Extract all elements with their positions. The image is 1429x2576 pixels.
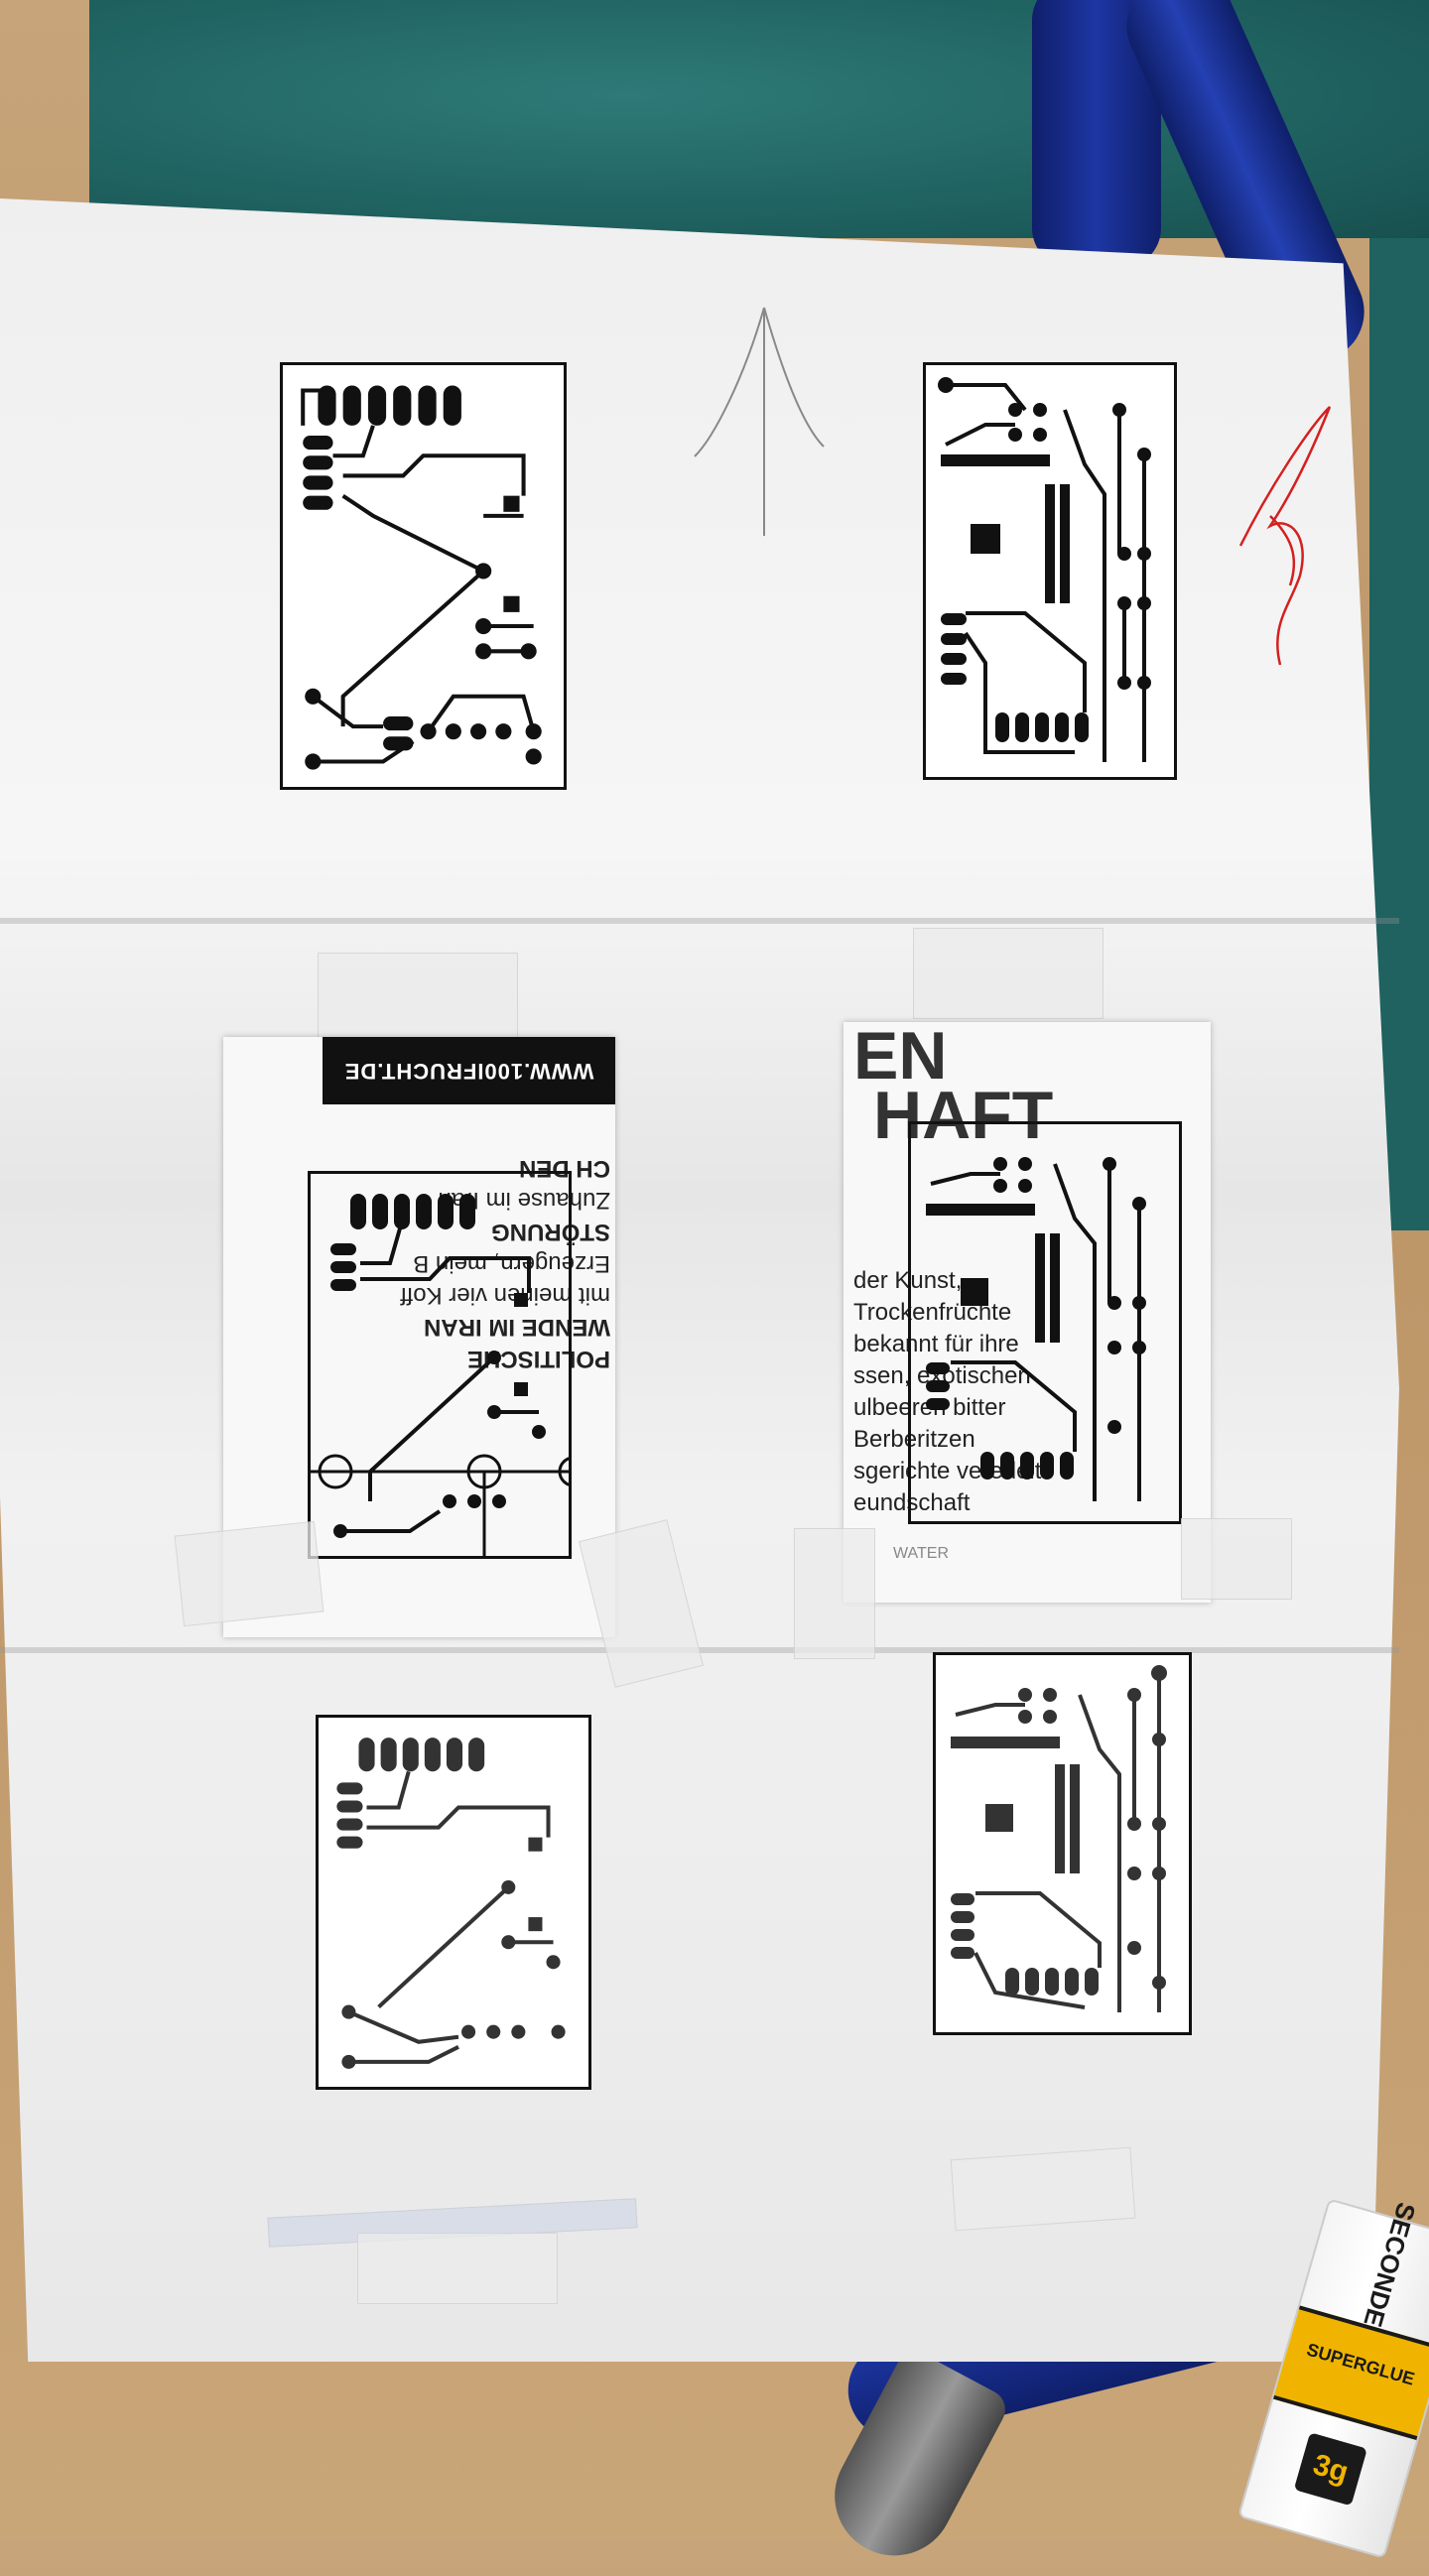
pcb-trace-pattern	[301, 385, 542, 770]
pcb-trace-pattern	[951, 1665, 1167, 2012]
clipping-body-line: der Kunst,	[853, 1267, 963, 1294]
tape-strip	[950, 2146, 1136, 2232]
pcb-trace-pattern	[311, 1194, 569, 1556]
clipping-heading-2: HAFT	[873, 1078, 1054, 1153]
pcb-trace-pattern	[336, 1738, 566, 2069]
pcb-print-top-right	[923, 362, 1177, 780]
paper-fold-top	[0, 918, 1399, 924]
tape-strip	[1181, 1518, 1292, 1600]
clipping-footer: WATER	[893, 1545, 949, 1562]
clipping-body-line: eundschaft	[853, 1489, 971, 1516]
clipping-body-line: bekannt für ihre	[853, 1331, 1019, 1357]
tape-strip	[318, 953, 518, 1044]
pcb-toner-transfer-right	[908, 1121, 1182, 1524]
tape-strip	[794, 1528, 875, 1659]
pcb-toner-transfer-left	[308, 1171, 572, 1559]
tape-strip	[357, 2233, 558, 2304]
superglue-brand: SECONDE	[1358, 2199, 1422, 2331]
magazine-clipping-right: EN HAFT der Kunst, Trockenfrüchte bekann…	[844, 1022, 1211, 1603]
clipping-url-banner: WWW.100IFRUCHT.DE	[323, 1037, 615, 1104]
pencil-arrow-drawing	[694, 307, 825, 536]
pcb-trace-pattern	[938, 377, 1151, 762]
tape-strip	[174, 1520, 325, 1627]
tape-strip	[913, 928, 1104, 1019]
clipping-heading-1: EN	[853, 1022, 948, 1094]
pcb-print-bottom-right	[933, 1652, 1192, 2035]
red-pen-scribble	[1238, 406, 1332, 666]
clipping-body-line: Berberitzen	[853, 1426, 975, 1453]
pcb-trace-pattern	[926, 1157, 1146, 1501]
pcb-print-bottom-left	[316, 1715, 591, 2090]
pcb-print-top-left	[280, 362, 567, 790]
superglue-size: 3g	[1293, 2432, 1367, 2507]
